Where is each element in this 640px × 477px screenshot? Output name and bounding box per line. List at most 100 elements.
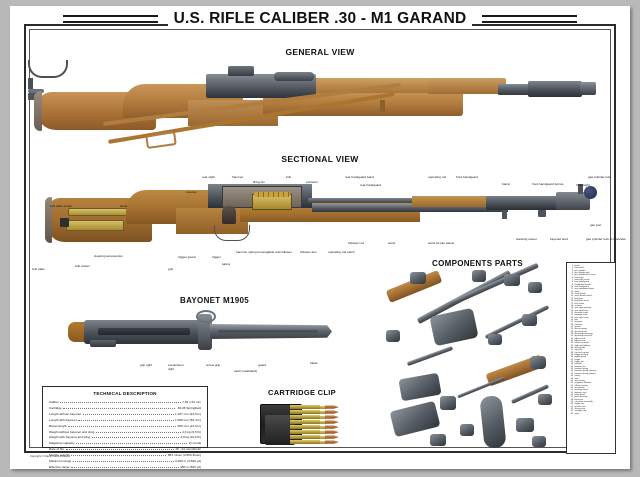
sectional-trigger-guard	[214, 225, 250, 241]
part-hammer	[440, 396, 456, 410]
parts-legend-label: stacking swivel	[574, 389, 589, 392]
parts-legend-label: follower arm pin	[574, 342, 589, 345]
parts-legend-number: 39	[570, 354, 573, 357]
sectional-operating-rod	[308, 198, 484, 203]
callout-hammer-spring-housing: hammer spring housing	[236, 250, 269, 254]
part-bolt	[522, 314, 537, 326]
sectional-stock-wrist	[176, 208, 248, 234]
parts-legend-number: 8	[571, 281, 573, 284]
callout-front-sight: front sight	[576, 183, 590, 187]
parts-legend-label: sear	[574, 377, 579, 380]
parts-legend-number: 21	[570, 311, 573, 314]
rifle-front-handguard	[428, 78, 506, 94]
parts-legend-number: 52	[570, 384, 573, 387]
parts-legend-label: operating rod spring	[574, 332, 593, 335]
parts-legend-number: 25	[570, 321, 573, 324]
heading-sectional-view: SECTIONAL VIEW	[281, 154, 359, 164]
parts-legend-number: 10	[570, 286, 573, 289]
part-screw	[430, 434, 446, 446]
parts-legend-label: receiver pin	[574, 407, 586, 410]
parts-legend-label: firing pin	[574, 321, 583, 324]
parts-legend-number: 44	[570, 365, 573, 368]
parts-legend-number: 42	[570, 361, 573, 364]
parts-legend-number: 30	[570, 332, 573, 335]
callout-butt-plate: butt plate	[32, 267, 45, 271]
parts-legend-label: magazine follower	[574, 382, 592, 385]
parts-legend-label: hammer spring housing	[574, 370, 596, 373]
parts-legend-number: 27	[570, 325, 573, 328]
callout-bayonet-escutcheon-right: escutcheon right	[168, 363, 184, 371]
parts-legend-number: 62	[570, 407, 573, 410]
parts-legend-label: gas cylinder lock	[574, 272, 590, 275]
callout-trigger: trigger	[212, 255, 221, 259]
sectional-front-sight	[578, 184, 583, 194]
copyright-notice: Copyright © Diamil Inacio Pestana	[30, 455, 70, 458]
tech-spec-dots	[63, 405, 176, 409]
parts-legend-label: bayonet stud	[574, 391, 587, 394]
sectional-cleaning-accessory-lower	[66, 220, 124, 231]
parts-legend-label: front sight	[574, 276, 584, 279]
callout-rear-handguard-band: rear handguard band	[345, 175, 374, 179]
callout-follower-rod: follower rod	[348, 241, 364, 245]
tech-spec-key: Muzzle velocity	[49, 453, 70, 458]
bayonet-illustration	[68, 310, 336, 362]
parts-legend-number: 17	[570, 302, 573, 305]
rifle-front-sight-wing	[28, 89, 44, 93]
tech-spec-key: Barrel length	[49, 423, 67, 428]
callout-stock-lower: stock	[388, 241, 396, 245]
parts-legend-number: 19	[570, 307, 573, 310]
part-rear-sight-base	[504, 274, 520, 286]
callout-front-handguard: front handguard	[456, 175, 478, 179]
parts-legend-number: 5	[571, 274, 573, 277]
parts-legend-label: elevation knob	[574, 311, 588, 314]
parts-legend-label: trigger housing	[574, 354, 589, 357]
rifle-front-sight	[28, 78, 33, 89]
tech-spec-value: 1.508 mm (59,4 in)	[175, 417, 201, 422]
parts-legend-number: 29	[570, 330, 573, 333]
callout-gas-port: gas port	[590, 223, 602, 227]
parts-legend-label: follower arm	[574, 340, 586, 342]
parts-legend-label: windage knob	[574, 314, 588, 317]
parts-legend-number: 40	[570, 356, 573, 359]
parts-legend-label: bolt	[574, 318, 578, 321]
parts-legend-number: 4	[571, 272, 573, 275]
tech-spec-key: Cartridge	[49, 405, 62, 410]
parts-legend-label: butt plate	[574, 297, 583, 300]
parts-legend-label: front sight screw	[574, 279, 590, 282]
part-follower-rod	[406, 345, 454, 367]
parts-legend-label: ejector spring	[574, 328, 587, 331]
parts-legend-number: 2	[571, 267, 573, 270]
callout-operating-rod-catch: operating rod catch	[328, 250, 355, 254]
tech-spec-key: Caliber	[49, 400, 59, 404]
callout-bayonet-guard: guard	[258, 363, 266, 367]
callout-bayonet-catch: catch (scabbard)	[234, 369, 258, 373]
parts-legend-label: hammer	[574, 363, 583, 366]
bayonet-catch	[90, 340, 116, 347]
callout-firing-pin: firing pin	[253, 180, 265, 184]
parts-legend-number: 7	[571, 279, 573, 282]
parts-legend-label: follower spring	[574, 384, 588, 387]
tech-spec-dots	[78, 417, 174, 421]
